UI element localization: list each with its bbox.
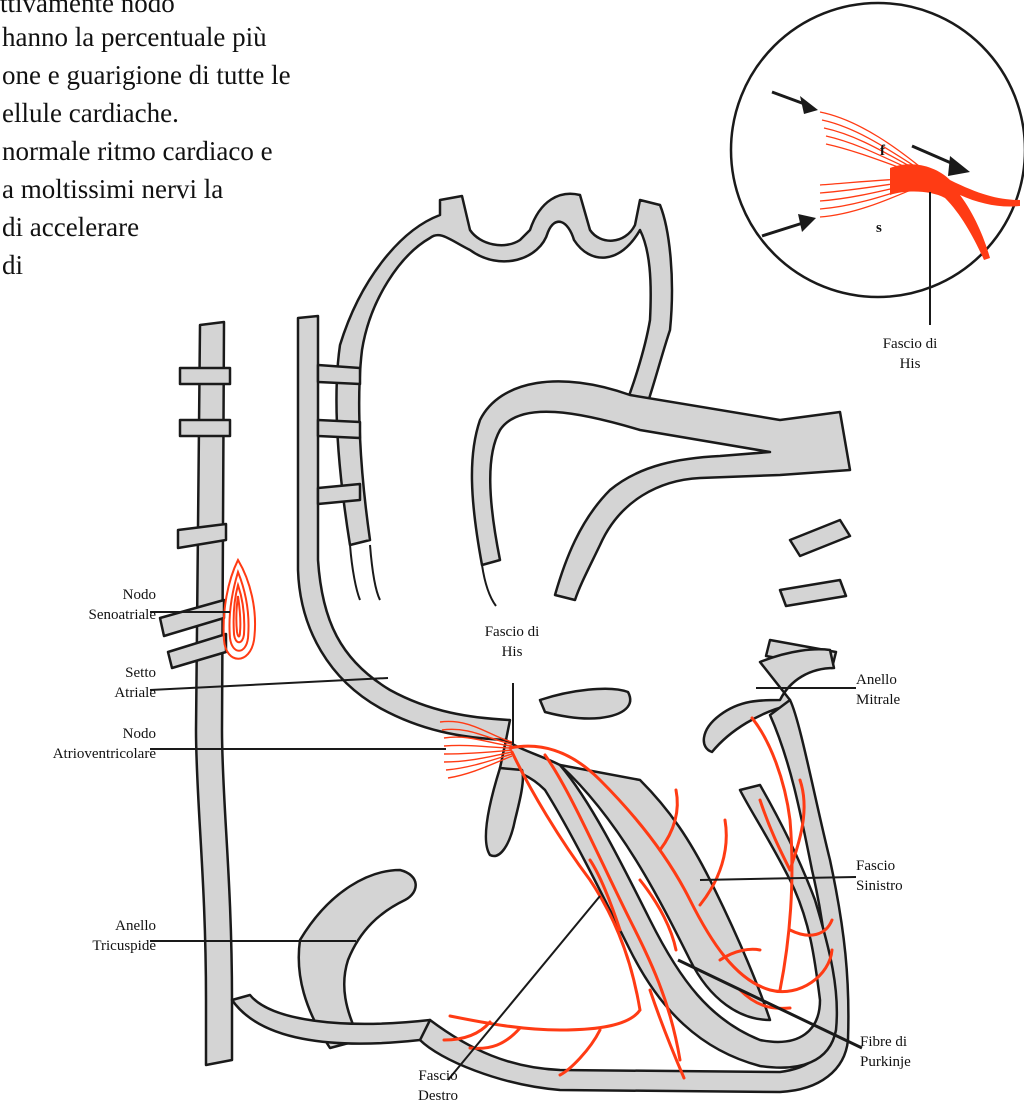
inset-magnifier: f s: [731, 3, 1024, 325]
label-line: Destro: [398, 1086, 478, 1106]
label-line: Nodo: [0, 724, 156, 744]
mitral-annulus-wedge: [704, 649, 834, 752]
label-setto-atriale: Setto Atriale: [36, 663, 156, 703]
label-line: Fascio di: [462, 622, 562, 642]
papillary-muscle: [486, 768, 523, 856]
label-line: Atrioventricolare: [0, 744, 156, 764]
aortic-annulus: [540, 689, 630, 719]
label-line: Mitrale: [856, 690, 936, 710]
label-line: Anello: [856, 670, 936, 690]
pulmonary-vein-stub: [318, 365, 360, 384]
label-line: Anello: [36, 916, 156, 936]
label-nodo-senoatriale: Nodo Senoatriale: [36, 585, 156, 625]
label-line: Fascio di: [860, 334, 960, 354]
label-fascio-sinistro: Fascio Sinistro: [856, 856, 936, 896]
pulmonary-artery-wall: [472, 381, 850, 600]
label-fascio-his: Fascio di His: [462, 622, 562, 662]
label-line: Fascio: [856, 856, 936, 876]
label-anello-mitrale: Anello Mitrale: [856, 670, 936, 710]
label-line: Setto: [36, 663, 156, 683]
pulmonary-vein-stub: [780, 580, 846, 606]
pulmonary-vein-stub: [180, 420, 230, 436]
pulmonary-vein-stub: [790, 520, 850, 556]
inset-circle: [731, 3, 1024, 297]
label-nodo-atrioventricolare: Nodo Atrioventricolare: [0, 724, 156, 764]
pulmonary-outline: [482, 565, 496, 606]
purkinje-branch: [560, 1030, 600, 1075]
aorta-outline: [370, 545, 380, 600]
label-anello-tricuspide: Anello Tricuspide: [36, 916, 156, 956]
label-line: His: [462, 642, 562, 662]
label-line: Fibre di: [860, 1032, 950, 1052]
label-line: Atriale: [36, 683, 156, 703]
label-line: Purkinje: [860, 1052, 950, 1072]
inset-letter-s: s: [876, 220, 882, 236]
label-fibre-purkinje: Fibre di Purkinje: [860, 1032, 950, 1072]
label-line: Senoatriale: [36, 605, 156, 625]
label-line: His: [860, 354, 960, 374]
label-line: Tricuspide: [36, 936, 156, 956]
pulmonary-vein-stub: [318, 484, 360, 504]
sinoatrial-node: [224, 560, 255, 659]
aorta-outline: [350, 545, 360, 600]
label-line: Nodo: [36, 585, 156, 605]
label-fascio-destro: Fascio Destro: [398, 1066, 478, 1106]
label-line: Fascio: [398, 1066, 478, 1086]
leader-fascio-destro: [448, 896, 600, 1080]
pulmonary-vein-stub: [318, 420, 360, 438]
label-line: Sinistro: [856, 876, 936, 896]
pulmonary-vein-stub: [180, 368, 230, 384]
label-fascio-his-inset: Fascio di His: [860, 334, 960, 374]
vessel-outlines: [350, 545, 496, 606]
